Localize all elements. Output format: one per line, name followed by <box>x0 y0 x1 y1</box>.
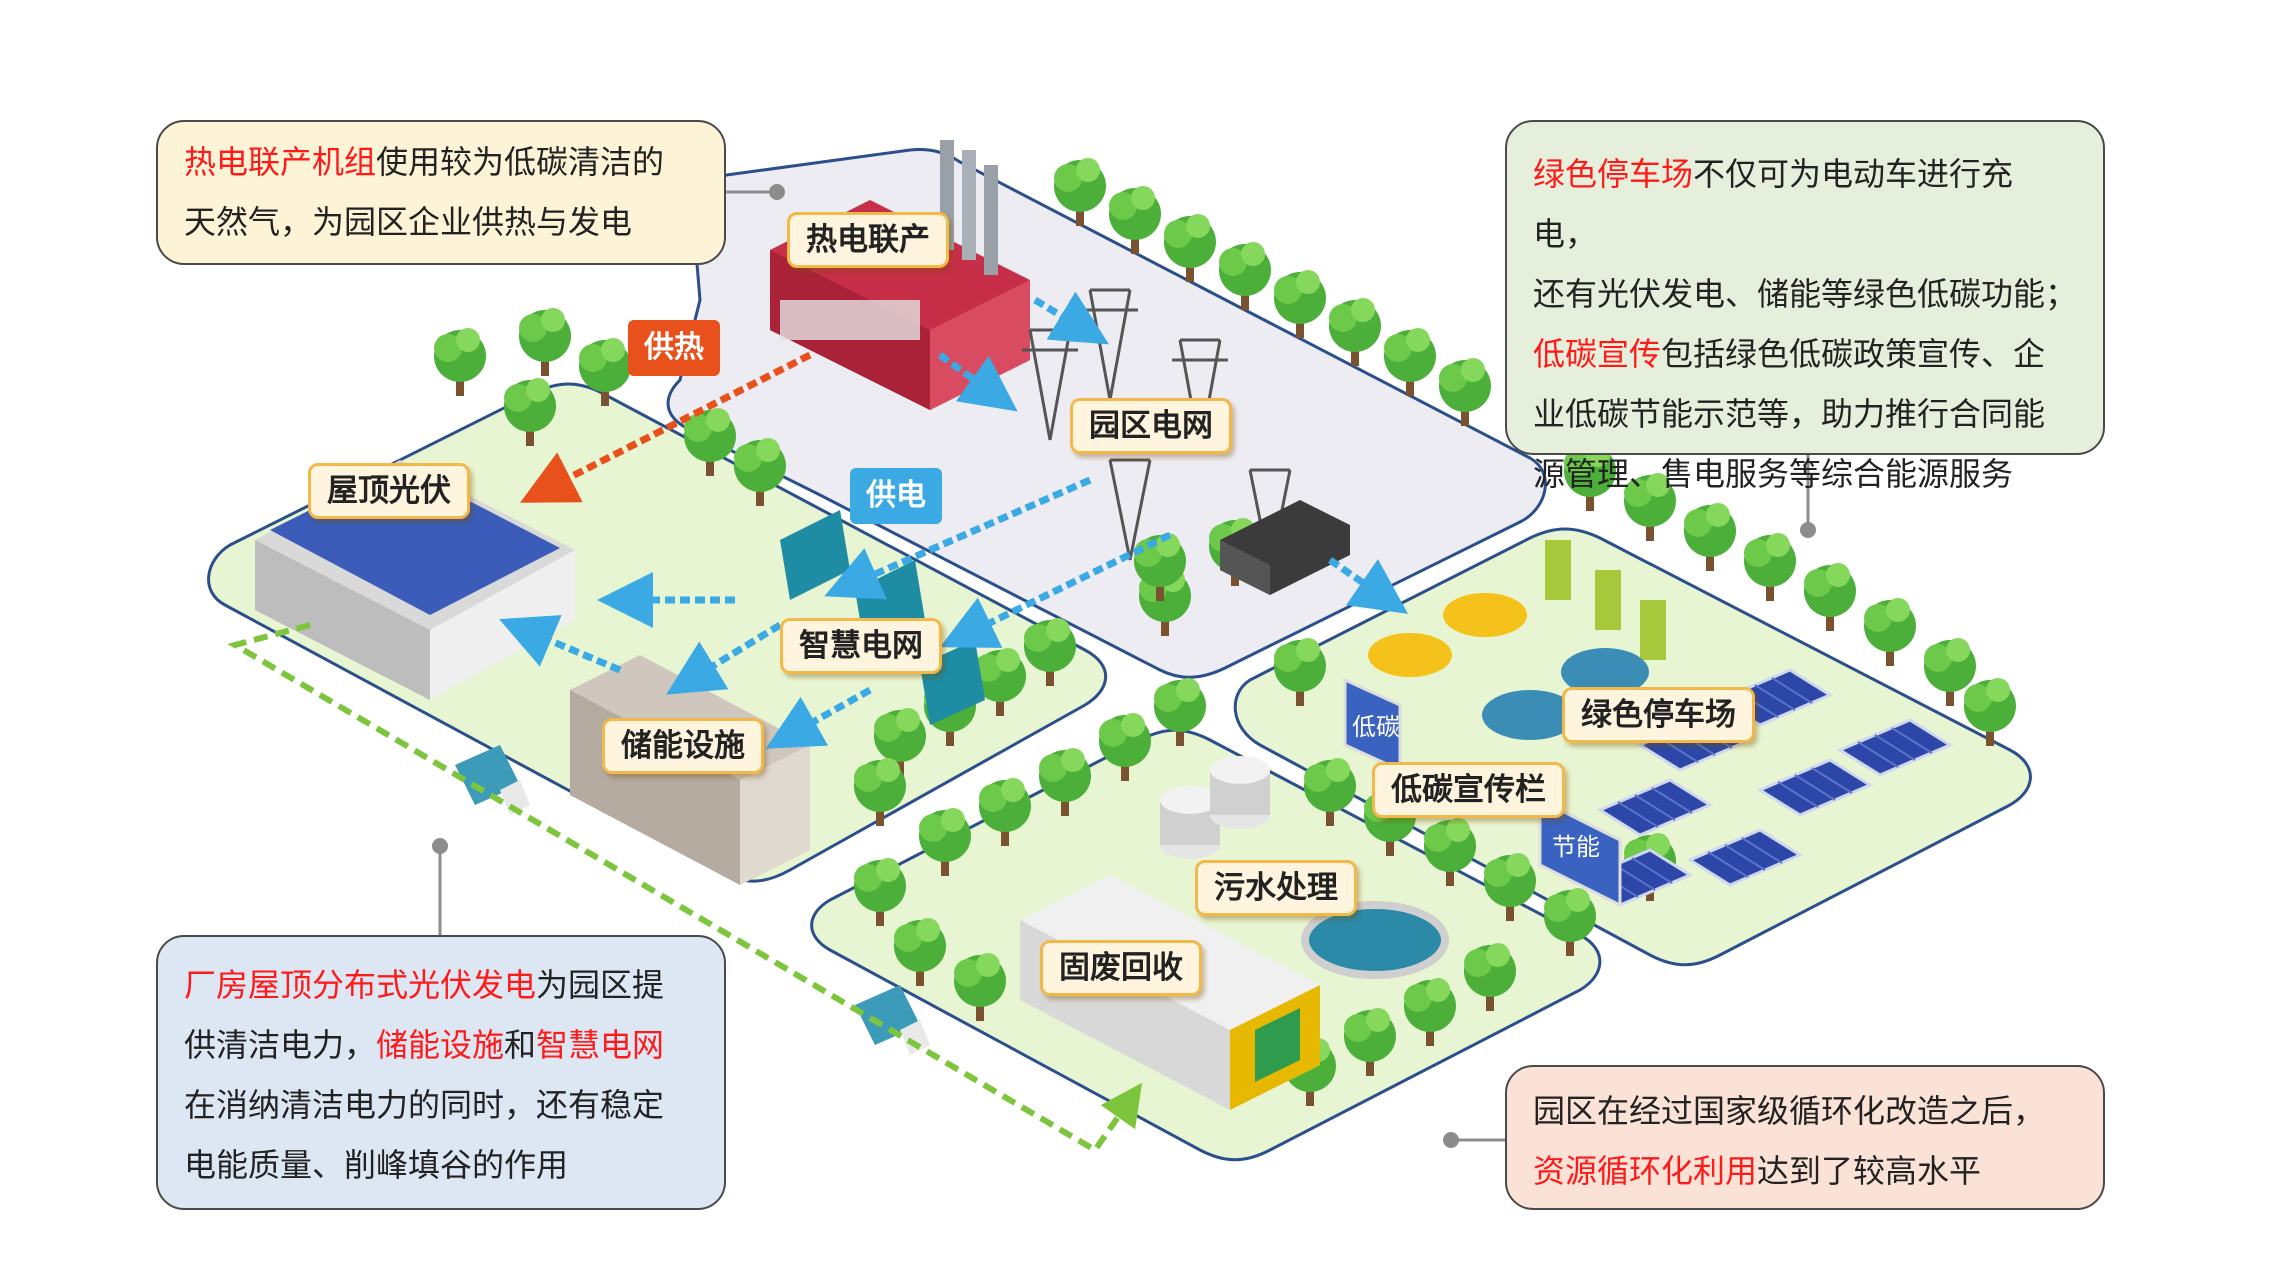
callout-parking-text-2: 还有光伏发电、储能等绿色低碳功能； <box>1533 275 2078 313</box>
callout-chp-text-2: 天然气，为园区企业供热与发电 <box>184 203 633 241</box>
power-flow-arrows <box>499 291 1409 749</box>
callout-parking-text-4: 业低碳节能示范等，助力推行合同能 <box>1533 395 2046 433</box>
heat-supply-label: 供热 <box>628 320 720 376</box>
charging-stations <box>1545 540 1666 660</box>
substation-building <box>1220 500 1350 595</box>
tag-chp: 热电联产 <box>787 212 949 268</box>
power-supply-label: 供电 <box>850 468 942 524</box>
leader-lines <box>438 190 1810 1142</box>
tag-publicity-board: 低碳宣传栏 <box>1372 762 1565 818</box>
tag-smart-grid: 智慧电网 <box>780 618 942 674</box>
tag-storage: 储能设施 <box>602 718 764 774</box>
logistics-route <box>227 622 1143 1154</box>
leader-dot-chp <box>769 184 785 200</box>
callout-rooftop-text-5: 电能质量、削峰填谷的作用 <box>184 1146 569 1184</box>
tag-green-parking: 绿色停车场 <box>1562 687 1755 743</box>
callout-chp-highlight: 热电联产机组 <box>184 143 377 181</box>
transmission-towers <box>1022 288 1292 571</box>
tag-solid-waste: 固废回收 <box>1040 940 1202 996</box>
callout-chp: 热电联产机组使用较为低碳清洁的 天然气，为园区企业供热与发电 <box>156 120 726 265</box>
callout-rooftop-text-3: 和 <box>504 1026 537 1064</box>
callout-parking-text-3: 包括绿色低碳政策宣传、企 <box>1661 335 2046 373</box>
leader-dot-parking <box>1800 522 1816 538</box>
publicity-boards: 低碳 节能 <box>1343 677 1622 908</box>
callout-recycle: 园区在经过国家级循环化改造之后， 资源循环化利用达到了较高水平 <box>1505 1065 2105 1210</box>
board-sign-low-carbon: 低碳 <box>1352 713 1400 741</box>
callout-rooftop-text: 为园区提 <box>536 966 665 1004</box>
tag-rooftop-pv: 屋顶光伏 <box>308 463 470 519</box>
parked-cars <box>1368 593 1649 740</box>
callout-recycle-highlight: 资源循环化利用 <box>1533 1152 1758 1190</box>
sewage-tanks <box>1160 756 1449 979</box>
callout-parking-highlight-2: 低碳宣传 <box>1533 335 1662 373</box>
callout-recycle-text: 园区在经过国家级循环化改造之后， <box>1533 1092 2046 1130</box>
callout-parking-highlight: 绿色停车场 <box>1533 155 1694 193</box>
callout-rooftop-text-2: 供清洁电力， <box>184 1026 377 1064</box>
callout-parking-text-5: 源管理、售电服务等综合能源服务 <box>1533 455 2014 493</box>
callout-parking-text: 不仅可为电动车进行充电， <box>1533 155 2014 253</box>
truck-upper <box>455 745 530 815</box>
leader-dot-recycle <box>1443 1132 1459 1148</box>
board-sign-energy-saving: 节能 <box>1552 833 1600 861</box>
callout-recycle-text-2: 达到了较高水平 <box>1757 1152 1982 1190</box>
tag-park-grid: 园区电网 <box>1070 398 1232 454</box>
callout-rooftop: 厂房屋顶分布式光伏发电为园区提 供清洁电力，储能设施和智慧电网 在消纳清洁电力的… <box>156 935 726 1210</box>
callout-rooftop-text-4: 在消纳清洁电力的同时，还有稳定 <box>184 1086 665 1124</box>
tag-sewage: 污水处理 <box>1195 860 1357 916</box>
leader-dot-rooftop <box>432 838 448 854</box>
callout-rooftop-highlight-2: 储能设施 <box>376 1026 505 1064</box>
callout-parking: 绿色停车场不仅可为电动车进行充电， 还有光伏发电、储能等绿色低碳功能； 低碳宣传… <box>1505 120 2105 493</box>
callout-rooftop-highlight-3: 智慧电网 <box>536 1026 665 1064</box>
heat-flow-arrow <box>520 351 812 503</box>
callout-chp-text: 使用较为低碳清洁的 <box>376 143 665 181</box>
callout-rooftop-highlight: 厂房屋顶分布式光伏发电 <box>184 966 537 1004</box>
truck-lower <box>855 985 930 1055</box>
